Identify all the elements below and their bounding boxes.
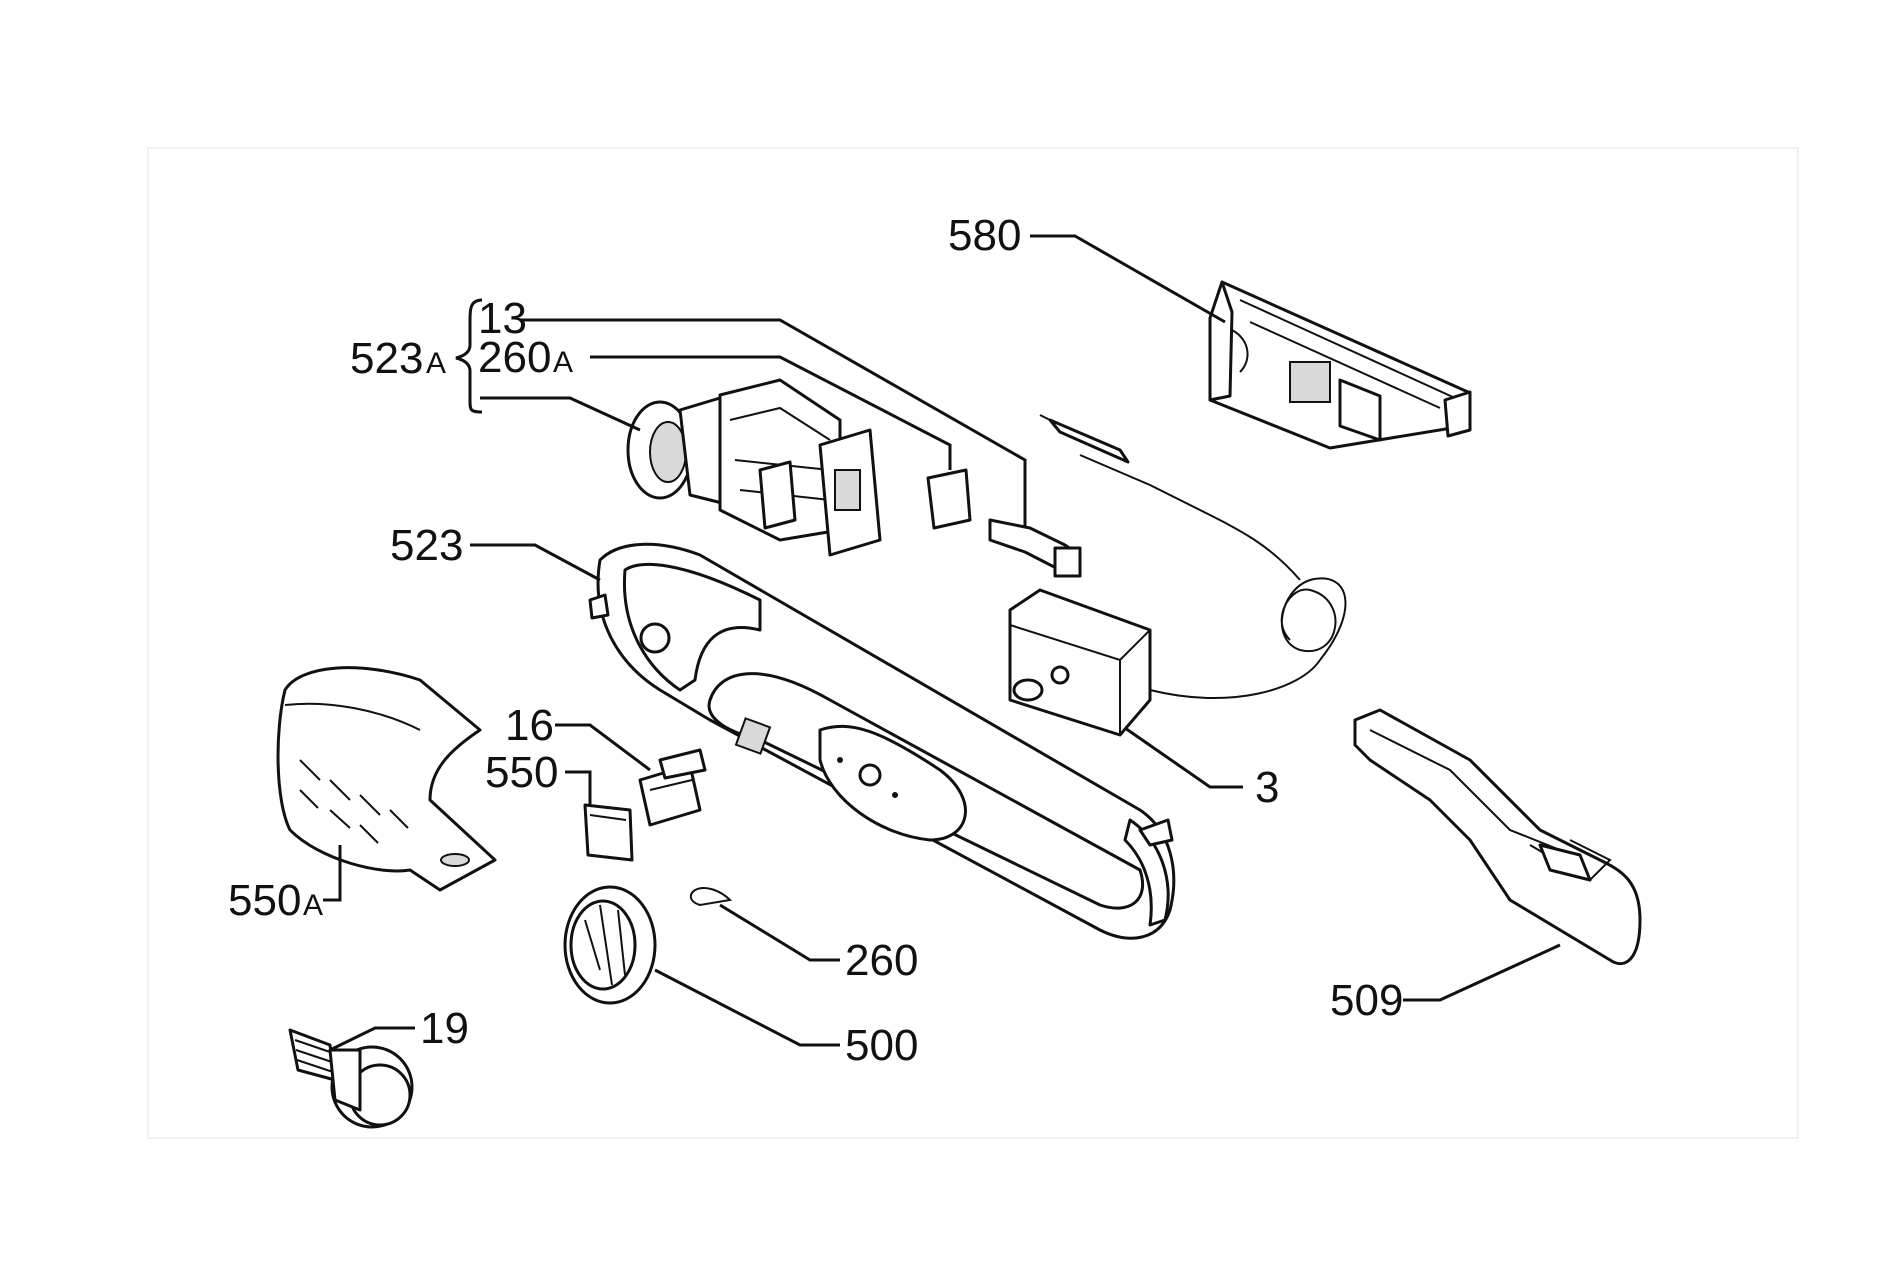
label-13: 13 [478,294,527,343]
part-580-bracket [1208,280,1472,450]
label-500: 500 [845,1021,918,1070]
part-509-handle [1353,708,1642,966]
label-523A: 523 [350,334,423,383]
part-260-clip [689,887,733,907]
part-13-pin [988,518,1082,578]
part-550A-cover [276,666,497,892]
part-16-switch [638,748,707,827]
label-550: 550 [485,748,558,797]
label-19: 19 [420,1004,469,1053]
label-550A-suffix: A [303,889,323,922]
label-550A: 550 [228,876,301,925]
part-500-knob [563,885,657,1005]
label-523A-suffix: A [426,347,446,380]
part-550-cap [583,803,634,862]
label-580: 580 [948,211,1021,260]
diagram-frame [147,147,1799,1139]
part-3-thermostat [1008,414,1347,737]
label-3: 3 [1255,763,1279,812]
label-509: 509 [1330,976,1403,1025]
label-523: 523 [390,521,463,570]
label-260A: 260 [478,333,551,382]
part-19-lamp [288,1028,414,1129]
label-16: 16 [505,701,554,750]
label-260: 260 [845,936,918,985]
part-260A-spring [926,468,972,530]
callout-labels: 580 523 A 13 260 A 523 16 550 550 A 3 26… [228,211,1403,1070]
leader-lines [323,234,1561,1052]
part-523A-switch-block [626,378,882,557]
part-523-housing [588,542,1176,940]
brace-523A [455,298,483,414]
label-260A-suffix: A [553,346,573,379]
